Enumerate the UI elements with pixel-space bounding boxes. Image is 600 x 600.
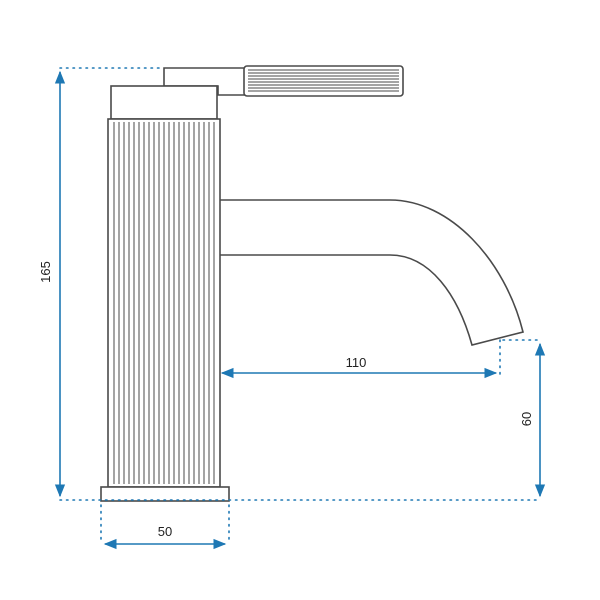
base-plate	[100, 486, 230, 502]
dimension-spout-height: 60	[519, 342, 546, 498]
top-cap	[110, 85, 218, 120]
dimension-base-width-label: 50	[158, 524, 172, 539]
faucet	[100, 65, 524, 502]
dimension-spout-reach: 110	[220, 355, 498, 379]
spout	[200, 199, 524, 346]
dimension-total-height-label: 165	[38, 261, 53, 283]
lever-handle-ribs	[248, 69, 399, 92]
fluted-body-ribs	[113, 122, 215, 484]
dimension-spout-reach-label: 110	[346, 355, 367, 370]
dimension-spout-height-label: 60	[519, 412, 534, 426]
extension-lines	[59, 67, 541, 545]
dimension-total-height: 165	[38, 70, 66, 498]
dimension-base-width: 50	[103, 524, 227, 550]
